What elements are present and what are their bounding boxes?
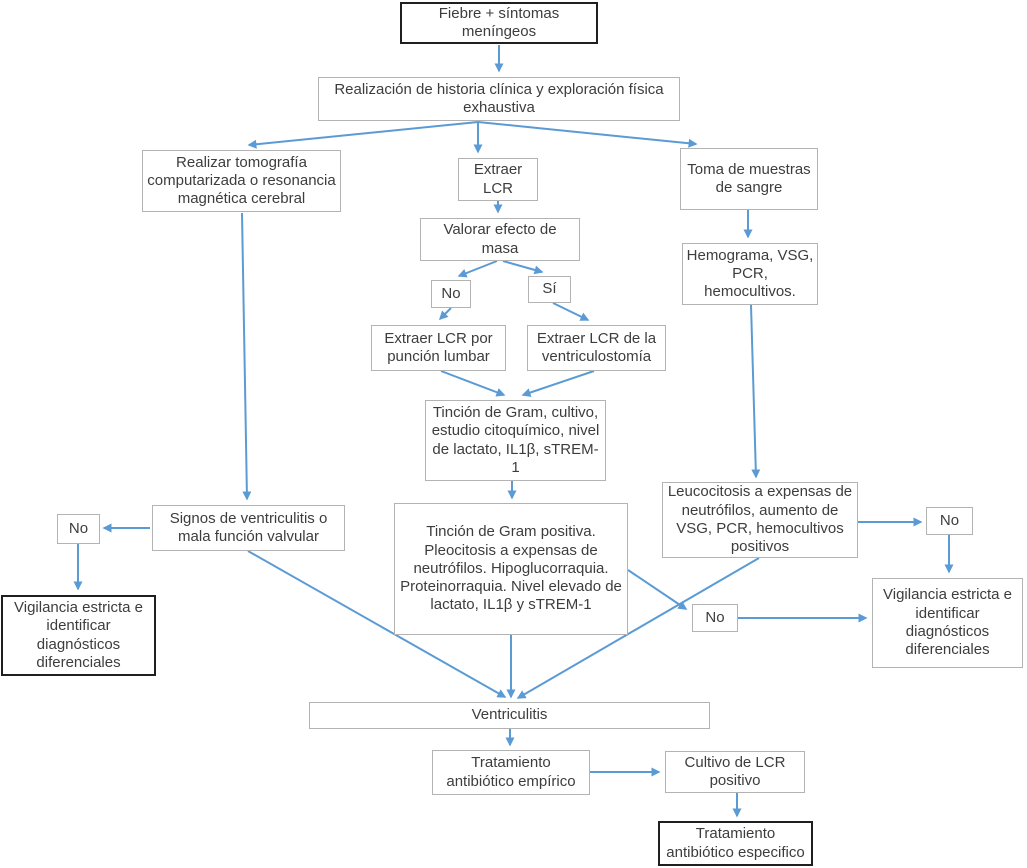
node-ventriculostomia: Extraer LCR de la ventriculostomía (527, 325, 666, 371)
arrow-ventriculostomia-tincion-gram (521, 370, 595, 397)
arrow-valorar-si-masa (502, 260, 544, 275)
node-ventriculitis: Ventriculitis (309, 702, 710, 729)
arrow-tincion-positiva-no-mid (627, 569, 688, 610)
node-vigilancia-derecha: Vigilancia estricta e identificar diagnó… (872, 578, 1023, 668)
arrow-historia-tomografia (247, 121, 479, 149)
node-no-signos: No (57, 514, 100, 544)
arrow-si-masa-ventriculostomia (552, 302, 590, 321)
arrow-no-masa-puncion (438, 307, 452, 321)
node-hemograma: Hemograma, VSG, PCR, hemocultivos. (682, 243, 818, 305)
node-signos-ventriculitis: Signos de ventriculitis o mala función v… (152, 505, 345, 551)
node-cultivo-lcr-positivo: Cultivo de LCR positivo (665, 751, 805, 793)
arrow-tomografia-signos (241, 212, 252, 501)
arrow-hemograma-leucocitosis (750, 304, 761, 479)
node-vigilancia-izquierda: Vigilancia estricta e identificar diagnó… (1, 595, 156, 676)
node-tratamiento-especifico: Tratamiento antibiótico especifico (658, 821, 813, 866)
node-fiebre-sintomas: Fiebre + síntomas meníngeos (400, 2, 598, 44)
node-no-lcr: No (692, 604, 738, 632)
node-si-efecto-masa: Sí (528, 276, 571, 303)
node-tratamiento-empirico: Tratamiento antibiótico empírico (432, 750, 590, 795)
arrow-puncion-tincion-gram (440, 370, 506, 397)
node-tomografia: Realizar tomografía computarizada o reso… (142, 150, 341, 212)
node-extraer-lcr: Extraer LCR (458, 158, 538, 201)
node-tincion-gram-positiva: Tinción de Gram positiva. Pleocitosis a … (394, 503, 628, 635)
arrow-valorar-no-masa (457, 260, 498, 278)
node-valorar-efecto-masa: Valorar efecto de masa (420, 218, 580, 261)
node-no-efecto-masa: No (431, 280, 471, 308)
node-leucocitosis: Leucocitosis a expensas de neutrófilos, … (662, 482, 858, 558)
node-tincion-gram-cultivo: Tinción de Gram, cultivo, estudio citoqu… (425, 400, 606, 481)
node-puncion-lumbar: Extraer LCR por punción lumbar (371, 325, 506, 371)
node-historia-clinica: Realización de historia clínica y explor… (318, 77, 680, 121)
arrow-historia-toma-muestras (477, 121, 698, 148)
node-toma-muestras: Toma de muestras de sangre (680, 148, 818, 210)
node-no-leucocitosis: No (926, 507, 973, 535)
